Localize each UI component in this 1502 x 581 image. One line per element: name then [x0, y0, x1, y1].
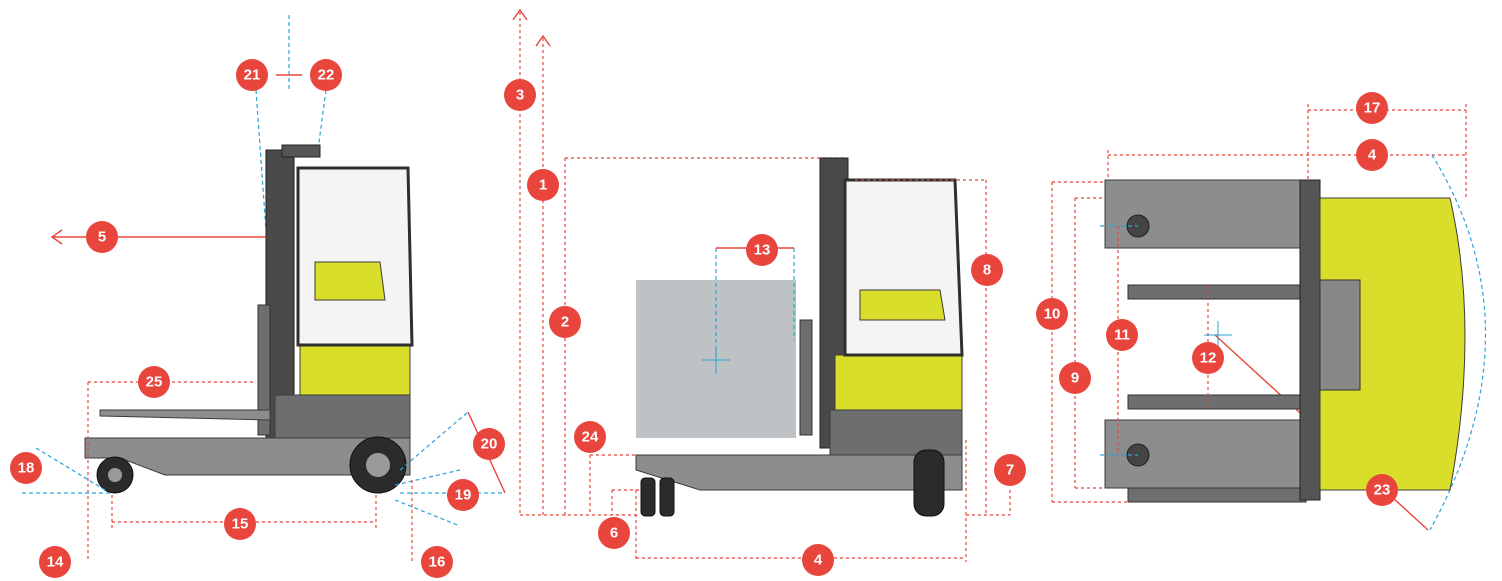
svg-text:13: 13 [754, 242, 771, 259]
callout-4-top: 4 [1356, 139, 1388, 171]
svg-text:6: 6 [610, 525, 618, 542]
rear-wheel-hub [366, 453, 390, 477]
callout-11: 11 [1106, 319, 1138, 351]
callout-18: 18 [10, 452, 42, 484]
callout-21: 21 [236, 59, 268, 91]
dim-3-arrow [512, 8, 528, 21]
top-leg-upper [1104, 179, 1306, 249]
front-wheel-hub [108, 468, 122, 482]
svg-text:1: 1 [539, 177, 547, 194]
callout-10: 10 [1036, 298, 1068, 330]
cab-frame [296, 166, 414, 347]
callout-badges: 1 2 3 4 4 5 6 7 8 9 10 11 12 13 14 15 16… [10, 59, 1398, 578]
callout-19: 19 [447, 479, 479, 511]
svg-text:17: 17 [1364, 100, 1381, 117]
svg-text:5: 5 [98, 229, 106, 246]
front-caster-b [659, 477, 675, 517]
callout-14: 14 [39, 546, 71, 578]
fork [99, 409, 271, 421]
mast-tilt-back-axis [317, 89, 327, 151]
svg-text:20: 20 [481, 436, 498, 453]
chassis [84, 437, 411, 476]
front-cab-frame [843, 178, 964, 357]
svg-text:21: 21 [244, 67, 261, 84]
callout-16: 16 [421, 546, 453, 578]
svg-text:4: 4 [814, 552, 823, 569]
svg-text:25: 25 [146, 374, 163, 391]
callout-17: 17 [1356, 92, 1388, 124]
front-view [512, 8, 1011, 562]
front-caster-a [640, 477, 656, 517]
callout-20: 20 [473, 428, 505, 460]
callout-5: 5 [86, 221, 118, 253]
seat [314, 261, 386, 301]
callout-25: 25 [138, 366, 170, 398]
front-seat [859, 289, 946, 321]
callout-15: 15 [224, 508, 256, 540]
svg-text:14: 14 [47, 554, 64, 571]
top-drive-unit [1319, 279, 1361, 391]
callout-6: 6 [598, 517, 630, 549]
svg-text:15: 15 [232, 516, 249, 533]
svg-text:19: 19 [455, 487, 472, 504]
svg-text:18: 18 [18, 460, 35, 477]
callout-9: 9 [1059, 362, 1091, 394]
svg-text:10: 10 [1044, 306, 1061, 323]
front-chassis [635, 454, 963, 491]
carriage [257, 304, 271, 436]
callout-2: 2 [549, 306, 581, 338]
callout-4-front: 4 [802, 544, 834, 576]
callout-8: 8 [971, 254, 1003, 286]
top-mast [1299, 179, 1321, 501]
svg-text:7: 7 [1006, 462, 1014, 479]
svg-text:11: 11 [1114, 327, 1130, 344]
callout-13: 13 [746, 234, 778, 266]
mast-tilt-forward-axis [255, 89, 267, 231]
callout-1: 1 [527, 169, 559, 201]
svg-text:23: 23 [1374, 482, 1391, 499]
cab-lower [299, 344, 411, 396]
top-view [1051, 104, 1487, 531]
callout-12: 12 [1192, 342, 1224, 374]
front-body-lower [829, 409, 963, 456]
front-carriage [799, 319, 813, 436]
callout-23: 23 [1366, 474, 1398, 506]
svg-text:3: 3 [516, 87, 524, 104]
top-fork-a [1127, 284, 1307, 300]
svg-text:8: 8 [983, 262, 991, 279]
svg-text:12: 12 [1200, 350, 1217, 367]
svg-text:16: 16 [429, 554, 446, 571]
top-fork-c [1127, 487, 1307, 503]
mast-top [281, 144, 321, 158]
svg-text:24: 24 [582, 429, 599, 446]
svg-text:2: 2 [561, 314, 569, 331]
callout-22: 22 [310, 59, 342, 91]
top-fork-b [1127, 394, 1307, 410]
callout-3: 3 [504, 79, 536, 111]
ramp-axis-b [394, 499, 461, 527]
dim-1-arrow [535, 34, 551, 47]
dim-5-arrow [50, 229, 63, 245]
top-body [1319, 197, 1466, 491]
turning-radius-arc [1429, 154, 1487, 531]
svg-text:4: 4 [1368, 147, 1377, 164]
callout-7: 7 [994, 454, 1026, 486]
front-drive-tire [913, 449, 945, 517]
svg-text:9: 9 [1071, 370, 1079, 387]
callout-24: 24 [574, 421, 606, 453]
side-view [22, 15, 506, 562]
front-cab-lower [834, 354, 963, 411]
svg-text:22: 22 [318, 67, 335, 84]
departure-angle-axis [399, 411, 469, 471]
